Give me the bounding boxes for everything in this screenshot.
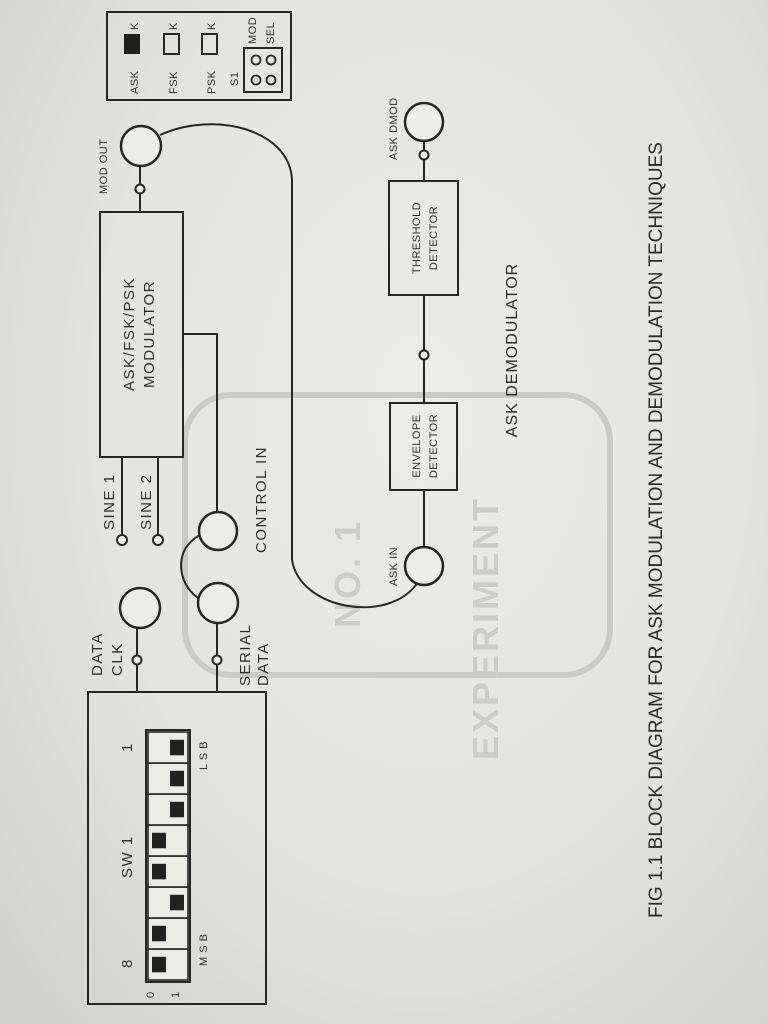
envelope-label-1: ENVELOPE [411, 414, 423, 477]
watermark-line2: NO. 1 [327, 519, 368, 628]
threshold-label-2: DETECTOR [428, 206, 440, 270]
ask-mode-label: ASK [129, 70, 141, 94]
mod-label: MOD [247, 17, 259, 44]
mod-out-label: MOD OUT [98, 139, 110, 194]
dip-switch-toggle[interactable] [152, 925, 166, 942]
s1-label: S1 [229, 72, 241, 86]
modulator-label-2: MODULATOR [141, 280, 158, 388]
data-clk-socket[interactable] [118, 586, 162, 630]
watermark-line1: EXPERIMENT [465, 496, 506, 760]
serial-data-label-1: SERIAL [237, 624, 254, 686]
dip-label-8: 8 [119, 958, 136, 968]
serial-data-label-2: DATA [255, 642, 272, 686]
envelope-detector-block [389, 402, 458, 491]
ask-dmod-socket[interactable] [403, 101, 445, 143]
ask-in-label: ASK IN [388, 547, 400, 586]
modulator-block [99, 211, 184, 458]
dip-switch-housing [145, 729, 191, 983]
sine1-label: SINE 1 [101, 473, 118, 530]
dip-switch-cell[interactable] [147, 824, 189, 857]
mod-sel-jumper[interactable] [243, 47, 283, 93]
dip-switch-bank[interactable] [147, 731, 189, 981]
dip-switch-toggle[interactable] [170, 894, 184, 911]
switch-block: 8 1 SW 1 M S B L S B 0 1 [87, 691, 267, 1005]
ask-dmod-label: ASK DMOD [388, 97, 400, 160]
msb-label: M S B [198, 934, 210, 966]
connection-nodes [116, 149, 430, 666]
dip-title-sw1: SW 1 [119, 835, 136, 878]
figure-caption: FIG 1.1 BLOCK DIAGRAM FOR ASK MODULATION… [646, 142, 667, 918]
dip-switch-toggle[interactable] [152, 863, 166, 880]
modulator-label-1: ASK/FSK/PSK [121, 277, 138, 391]
dip-switch-toggle[interactable] [152, 956, 166, 973]
envelope-label-2: DETECTOR [428, 414, 440, 478]
patch-cable-modout-to-askin[interactable] [159, 123, 419, 609]
dip-switch-toggle[interactable] [170, 739, 184, 756]
dip-one-label: 1 [170, 991, 182, 998]
threshold-label-1: THRESHOLD [411, 202, 423, 274]
control-in-label: CONTROL IN [253, 446, 270, 553]
sel-label: SEL [265, 22, 277, 44]
control-in-socket[interactable] [197, 510, 239, 552]
ask-demodulator-caption: ASK DEMODULATOR [504, 263, 521, 437]
ask-in-socket[interactable] [403, 545, 445, 587]
mode-switch-fsk[interactable] [163, 33, 180, 55]
psk-k-label: K [206, 22, 218, 30]
dip-switch-toggle[interactable] [170, 770, 184, 787]
fsk-k-label: K [168, 22, 180, 30]
dip-switch-toggle[interactable] [170, 801, 184, 818]
background-watermark: EXPERIMENT NO. 1 [182, 392, 613, 760]
mod-out-socket[interactable] [119, 124, 163, 168]
dip-switch-cell[interactable] [147, 793, 189, 826]
dip-switch-toggle[interactable] [152, 832, 166, 849]
switch-block-frame [87, 691, 267, 1005]
threshold-detector-block [388, 180, 459, 296]
dip-zero-label: 0 [145, 991, 157, 998]
connection-wires [121, 140, 425, 692]
mode-switch-psk[interactable] [201, 33, 218, 55]
fsk-mode-label: FSK [168, 71, 180, 94]
sine2-label: SINE 2 [138, 473, 155, 530]
dip-label-1: 1 [119, 742, 136, 752]
mode-switch-ask[interactable] [124, 34, 140, 54]
data-clk-label-2: CLK [109, 642, 126, 676]
data-clk-label-1: DATA [89, 632, 106, 676]
serial-data-socket[interactable] [196, 581, 240, 625]
ask-k-label: K [129, 22, 141, 30]
psk-mode-label: PSK [206, 70, 218, 94]
mode-select-panel: ASK K FSK K PSK K S1 MOD SEL [106, 11, 292, 101]
lsb-label: L S B [198, 741, 210, 770]
